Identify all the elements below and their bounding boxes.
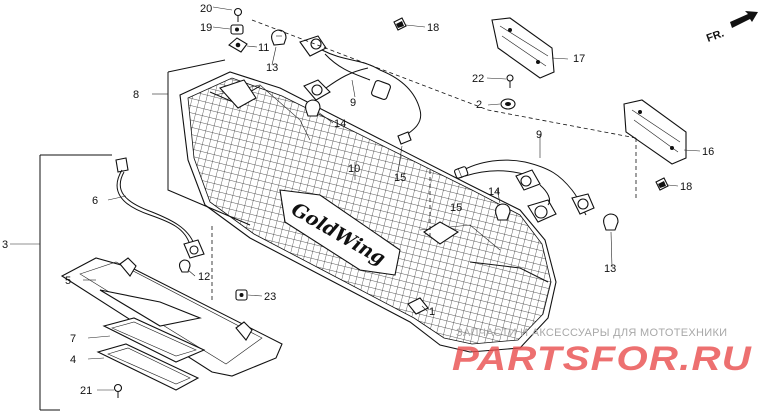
callout-14-right: 14 bbox=[488, 186, 500, 198]
bulb-12 bbox=[178, 259, 191, 273]
callout-17: 17 bbox=[573, 53, 585, 65]
watermark-tagline: ЗАПЧАСТИ И АКСЕССУАРЫ ДЛЯ МОТОТЕХНИКИ bbox=[456, 327, 727, 339]
callout-5: 5 bbox=[65, 275, 71, 287]
bulb-14-left bbox=[305, 99, 321, 117]
mount-bracket-right bbox=[423, 221, 460, 245]
callout-22: 22 bbox=[472, 73, 484, 85]
bulb-13-left bbox=[271, 29, 287, 46]
callout-19: 19 bbox=[200, 22, 212, 34]
screw-20 bbox=[233, 7, 243, 22]
callout-1: 1 bbox=[429, 306, 435, 318]
seal-1 bbox=[407, 297, 429, 315]
callout-8: 8 bbox=[133, 89, 139, 101]
callout-15-lower: 15 bbox=[450, 202, 462, 214]
direction-marker-label: FR. bbox=[705, 27, 726, 44]
callout-2: 2 bbox=[476, 99, 482, 111]
callout-9-lower: 9 bbox=[536, 129, 542, 141]
callout-12: 12 bbox=[198, 271, 210, 283]
callout-4: 4 bbox=[70, 354, 76, 366]
callout-3: 3 bbox=[2, 239, 8, 251]
callout-10: 10 bbox=[348, 163, 360, 175]
group-8-bracket-a bbox=[167, 59, 226, 73]
callout-18-right: 18 bbox=[680, 181, 692, 193]
group-8-bracket-b bbox=[167, 72, 251, 226]
callout-18-top: 18 bbox=[427, 22, 439, 34]
nut-18-right bbox=[655, 177, 669, 191]
callout-7: 7 bbox=[70, 333, 76, 345]
grommet-2 bbox=[500, 98, 516, 110]
license-cover-4 bbox=[96, 343, 200, 391]
screw-21 bbox=[113, 383, 123, 398]
wire-harness-9-lower bbox=[454, 159, 595, 223]
callout-6: 6 bbox=[92, 195, 98, 207]
grommet-11 bbox=[228, 37, 248, 53]
license-lens-7 bbox=[102, 317, 206, 363]
mount-bracket-left bbox=[219, 79, 257, 109]
callout-23: 23 bbox=[264, 291, 276, 303]
callout-15-upper: 15 bbox=[394, 172, 406, 184]
callout-14-left: 14 bbox=[334, 118, 346, 130]
watermark-brand: PARTSFOR.RU bbox=[452, 340, 753, 378]
callout-16: 16 bbox=[702, 146, 714, 158]
tail-lens-assembly: GoldWing bbox=[179, 71, 557, 353]
bracket-16 bbox=[623, 99, 687, 165]
callout-13-right: 13 bbox=[604, 263, 616, 275]
nut-19 bbox=[230, 24, 244, 35]
front-direction-arrow-icon bbox=[730, 11, 758, 28]
leader-lines bbox=[10, 6, 701, 391]
nut-23 bbox=[235, 289, 248, 301]
license-housing-5 bbox=[60, 257, 283, 377]
bulb-13-right bbox=[603, 213, 619, 231]
bulb-14-right bbox=[495, 203, 511, 221]
license-harness-6 bbox=[115, 157, 205, 259]
screw-22 bbox=[506, 74, 514, 88]
callout-9-upper: 9 bbox=[350, 97, 356, 109]
nut-18-top bbox=[393, 17, 407, 31]
bracket-17 bbox=[491, 17, 555, 79]
callout-13-left: 13 bbox=[266, 62, 278, 74]
callout-11: 11 bbox=[258, 42, 269, 54]
callout-20: 20 bbox=[200, 3, 212, 15]
callout-21: 21 bbox=[80, 385, 92, 397]
group-outline-top bbox=[251, 19, 637, 139]
